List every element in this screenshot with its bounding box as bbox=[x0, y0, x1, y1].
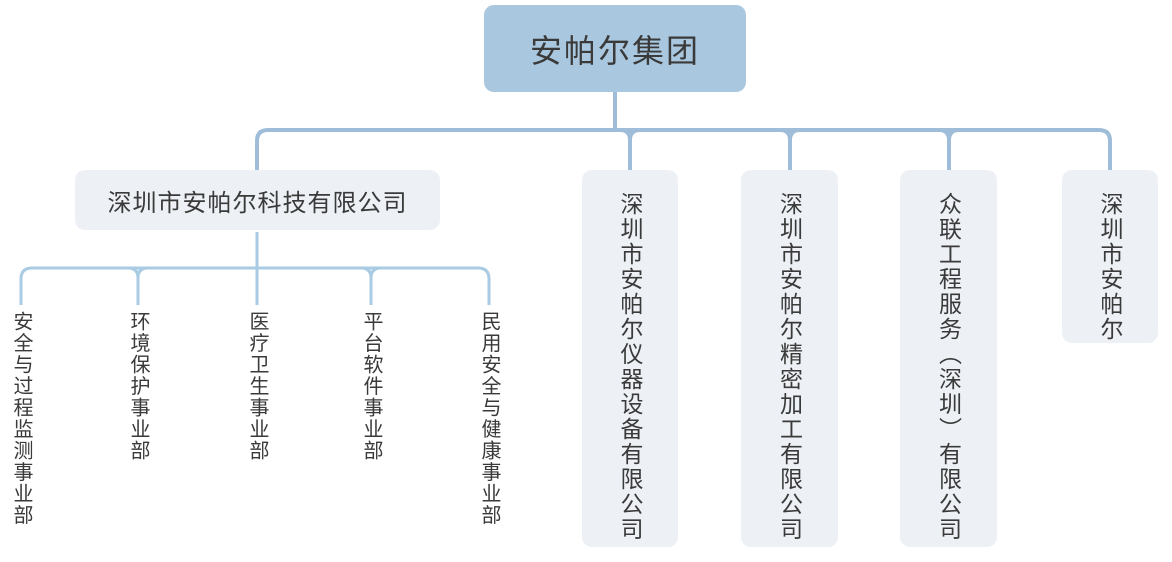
org-node-subsidiary-tech: 深圳市安帕尔科技有限公司 bbox=[75, 170, 440, 230]
drop-line-sub-3 bbox=[779, 128, 801, 172]
org-node-department-civil-safety-health: 民用安全与健康事业部 bbox=[478, 311, 500, 526]
org-node-department-safety-process: 安全与过程监测事业部 bbox=[10, 311, 32, 526]
org-node-department-medical: 医疗卫生事业部 bbox=[246, 311, 268, 462]
org-node-subsidiary-anpaer: 深圳市安帕尔 bbox=[1062, 170, 1158, 343]
org-node-subsidiary-precision: 深圳市安帕尔精密加工有限公司 bbox=[741, 170, 838, 547]
dept-rail-line bbox=[19, 266, 491, 305]
main-rail-line bbox=[255, 128, 1112, 172]
org-node-root: 安帕尔集团 bbox=[484, 5, 746, 92]
drop-line-sub-2 bbox=[619, 128, 641, 172]
drop-line-dept-2 bbox=[127, 266, 149, 305]
drop-line-dept-4 bbox=[360, 266, 382, 305]
org-node-subsidiary-instrument: 深圳市安帕尔仪器设备有限公司 bbox=[582, 170, 678, 547]
org-node-department-environment: 环境保护事业部 bbox=[127, 311, 149, 462]
org-node-department-platform-software: 平台软件事业部 bbox=[360, 311, 382, 462]
org-node-subsidiary-zhonglian: 众联工程服务（深圳）有限公司 bbox=[900, 170, 997, 547]
drop-line-sub-4 bbox=[938, 128, 960, 172]
